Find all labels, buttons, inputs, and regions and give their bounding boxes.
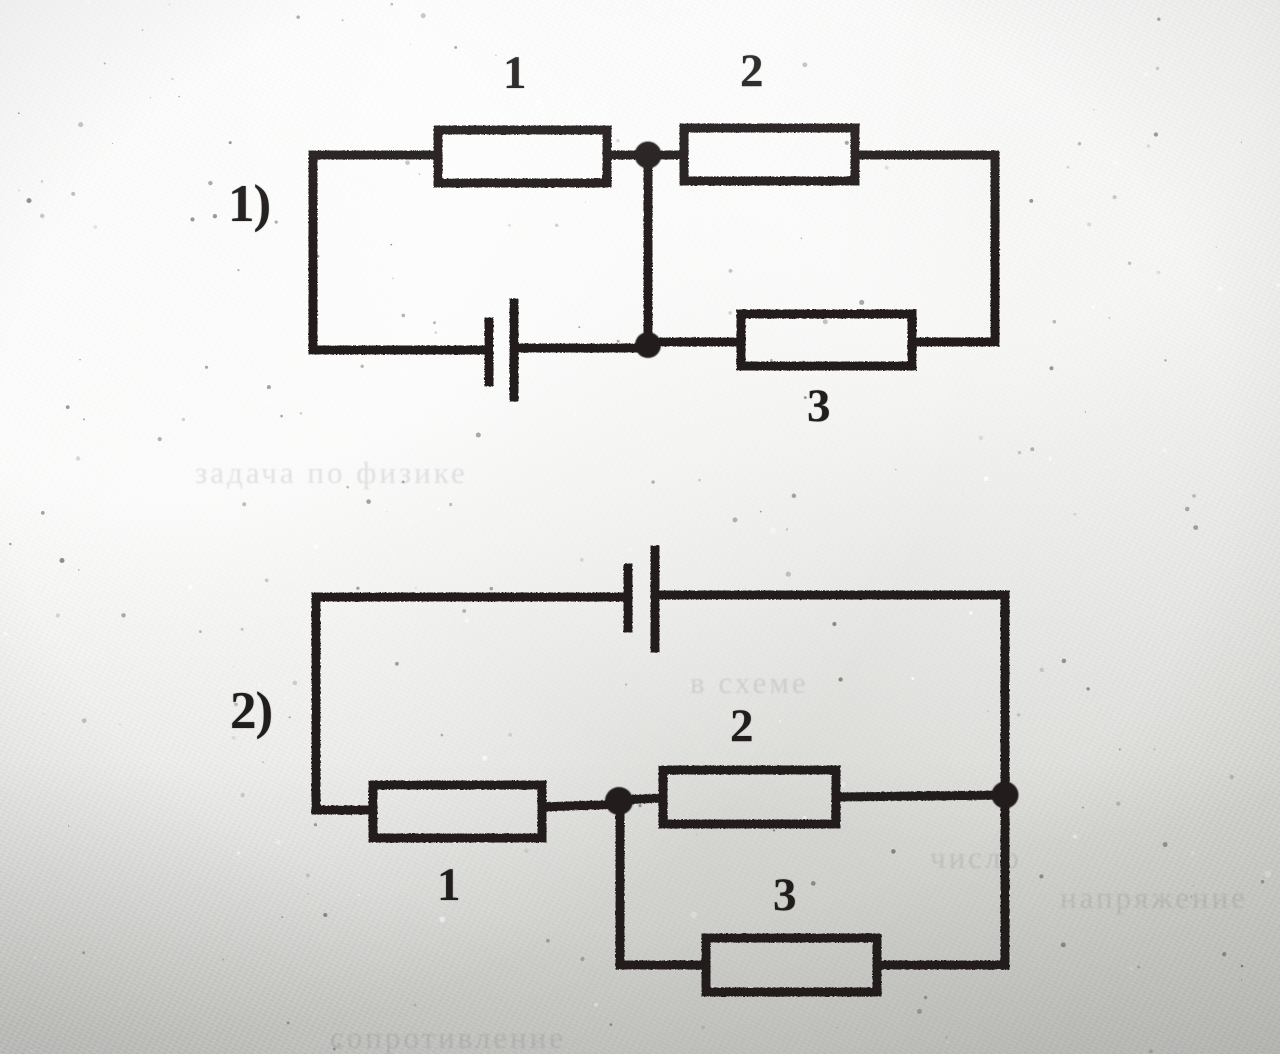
c1-node-top bbox=[634, 141, 662, 169]
circuit-two-resistor-1-label: 1 bbox=[437, 859, 461, 911]
circuit-two-nodes bbox=[605, 781, 1019, 815]
show-through-text-4: сопротивление bbox=[330, 1020, 566, 1054]
c2-resistor-3-body bbox=[701, 933, 882, 997]
show-through-text-3: напряжение bbox=[1060, 880, 1248, 915]
circuit-one-resistor-2-label: 2 bbox=[740, 45, 764, 97]
c1-node-bottom bbox=[635, 332, 661, 358]
c2-wire-r2-to-node bbox=[831, 790, 1010, 802]
c1-resistor-1-body bbox=[433, 125, 612, 188]
circuit-two-resistor-3-label: 3 bbox=[773, 869, 797, 921]
c2-node-left bbox=[605, 787, 633, 815]
c2-resistor-2-body bbox=[658, 765, 841, 829]
c2-resistor-1-body bbox=[368, 780, 547, 843]
show-through-text-0: задача по физике bbox=[195, 455, 468, 490]
circuit-two-index-label: 2) bbox=[230, 682, 273, 740]
circuit-two-group bbox=[311, 545, 1010, 997]
circuit-one-resistor-3-label: 3 bbox=[807, 380, 831, 432]
c1-resistor-2-body bbox=[679, 123, 860, 186]
circuit-two-resistor-2-label: 2 bbox=[730, 700, 754, 752]
circuit-one-nodes bbox=[634, 141, 662, 358]
c2-node-right bbox=[991, 781, 1019, 809]
c1-resistor-3-body bbox=[736, 309, 917, 371]
show-through-text-1: в схеме bbox=[690, 665, 809, 700]
circuit-one-group bbox=[308, 123, 1000, 402]
circuit-one-resistor-1-label: 1 bbox=[503, 47, 527, 99]
circuit-one-index-label: 1) bbox=[228, 175, 271, 233]
